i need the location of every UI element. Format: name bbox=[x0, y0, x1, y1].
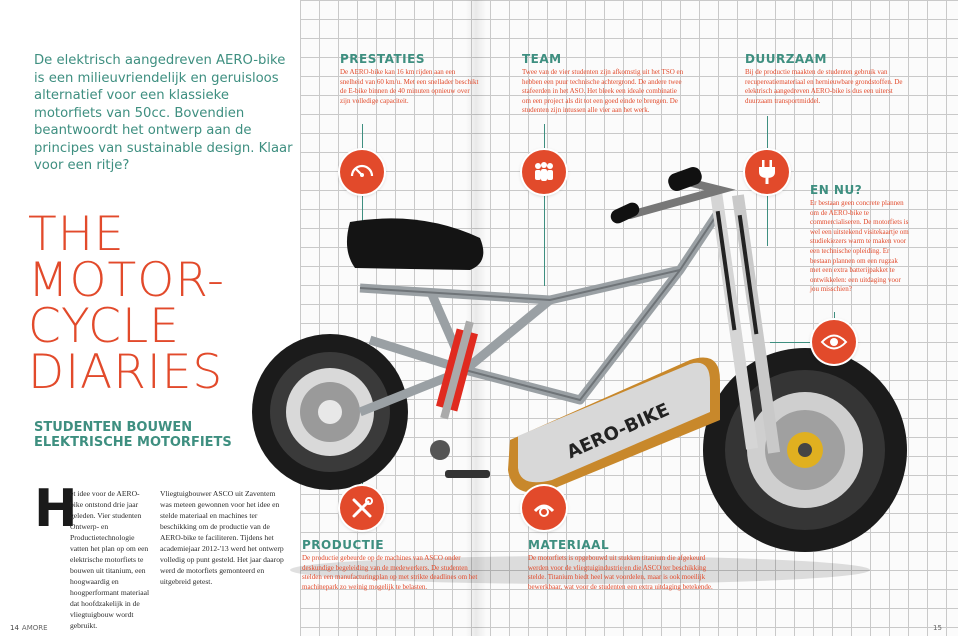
section-title: MATERIAAL bbox=[528, 538, 610, 552]
connector-line bbox=[767, 196, 768, 246]
section-text: Bij de productie maakten de studenten ge… bbox=[745, 68, 903, 105]
section-text: De productie gebeurde op de machines van… bbox=[302, 554, 478, 591]
body-paragraph: et idee voor de AERO-bike ontstond drie … bbox=[70, 489, 150, 630]
section-title: DUURZAAM bbox=[745, 52, 827, 66]
materiaal-icon-circle bbox=[522, 486, 566, 530]
section-prestaties: PRESTATIES De AERO-bike kan 16 km rijden… bbox=[340, 52, 480, 106]
section-duurzaam: DUURZAAM Bij de productie maakten de stu… bbox=[745, 52, 905, 106]
tools-icon bbox=[352, 497, 373, 518]
subtitle: STUDENTEN BOUWEN ELEKTRISCHE MOTORFIETS bbox=[34, 420, 274, 450]
frame-detail bbox=[359, 209, 721, 402]
aero-bike-illustration: AERO-BIKE bbox=[252, 166, 907, 584]
connector-line bbox=[362, 124, 363, 148]
subtitle-line: STUDENTEN BOUWEN bbox=[34, 420, 193, 435]
eye-icon bbox=[820, 334, 848, 350]
section-text: Er bestaan geen concrete plannen om de A… bbox=[810, 199, 909, 294]
front-fork bbox=[709, 190, 781, 454]
section-team: TEAM Twee van de vier studenten zijn afk… bbox=[522, 52, 684, 116]
bike-shadow bbox=[290, 556, 870, 584]
section-title: PRODUCTIE bbox=[302, 538, 385, 552]
prestaties-icon-circle bbox=[340, 150, 384, 194]
section-productie: PRODUCTIE De productie gebeurde op de ma… bbox=[302, 538, 478, 592]
title-line: DIARIES bbox=[28, 345, 224, 400]
people-icon bbox=[535, 162, 553, 181]
section-title: EN NU? bbox=[810, 183, 863, 197]
connector-line bbox=[834, 312, 835, 322]
section-en-nu: EN NU? Er bestaan geen concrete plannen … bbox=[810, 183, 910, 295]
section-text: De motorfiets is opgebouwd uit stukken t… bbox=[528, 554, 713, 591]
body-text: et idee voor de AERO-bike ontstond drie … bbox=[34, 488, 152, 631]
team-icon-circle bbox=[522, 150, 566, 194]
shock-absorber bbox=[436, 320, 478, 420]
en-nu-icon-circle bbox=[812, 320, 856, 364]
connector-line bbox=[544, 196, 545, 286]
intro-text: De elektrisch aangedreven AERO-bike is e… bbox=[34, 53, 293, 173]
page-title: THE MOTOR- CYCLE DIARIES bbox=[28, 207, 298, 400]
battery-pack: AERO-BIKE bbox=[508, 357, 720, 493]
connector-line bbox=[544, 124, 545, 148]
section-title: PRESTATIES bbox=[340, 52, 425, 66]
section-title: TEAM bbox=[522, 52, 562, 66]
folio-right: 15 bbox=[933, 624, 942, 632]
subtitle-line: ELEKTRISCHE MOTORFIETS bbox=[34, 435, 232, 450]
grid-background bbox=[300, 0, 958, 636]
magazine-name: AMORE bbox=[21, 624, 48, 632]
handlebar bbox=[610, 166, 736, 224]
page-number: 14 bbox=[10, 624, 19, 632]
front-wheel bbox=[703, 348, 907, 552]
section-text: Twee van de vier studenten zijn afkomsti… bbox=[522, 68, 684, 115]
productie-icon-circle bbox=[340, 486, 384, 530]
title-line: CYCLE bbox=[28, 299, 180, 354]
section-text: De AERO-bike kan 16 km rijden aan een sn… bbox=[340, 68, 479, 105]
rear-wheel bbox=[252, 334, 408, 490]
material-icon bbox=[533, 504, 555, 517]
connector-line bbox=[767, 116, 768, 148]
section-materiaal: MATERIAAL De motorfiets is opgebouwd uit… bbox=[528, 538, 716, 592]
title-line: THE bbox=[28, 207, 125, 262]
speedometer-icon bbox=[350, 164, 374, 177]
duurzaam-icon-circle bbox=[745, 150, 789, 194]
title-line: MOTOR- bbox=[28, 253, 225, 308]
drop-cap: H bbox=[34, 479, 78, 539]
footrest bbox=[445, 470, 490, 478]
connector-line bbox=[770, 342, 812, 343]
plug-icon bbox=[759, 160, 775, 184]
seat bbox=[346, 218, 484, 270]
body-column-2: Vliegtuigbouwer ASCO uit Zaventem was me… bbox=[160, 489, 284, 586]
motor-hub bbox=[430, 440, 450, 460]
body-column-1: et idee voor de AERO-bike ontstond drie … bbox=[34, 488, 152, 631]
